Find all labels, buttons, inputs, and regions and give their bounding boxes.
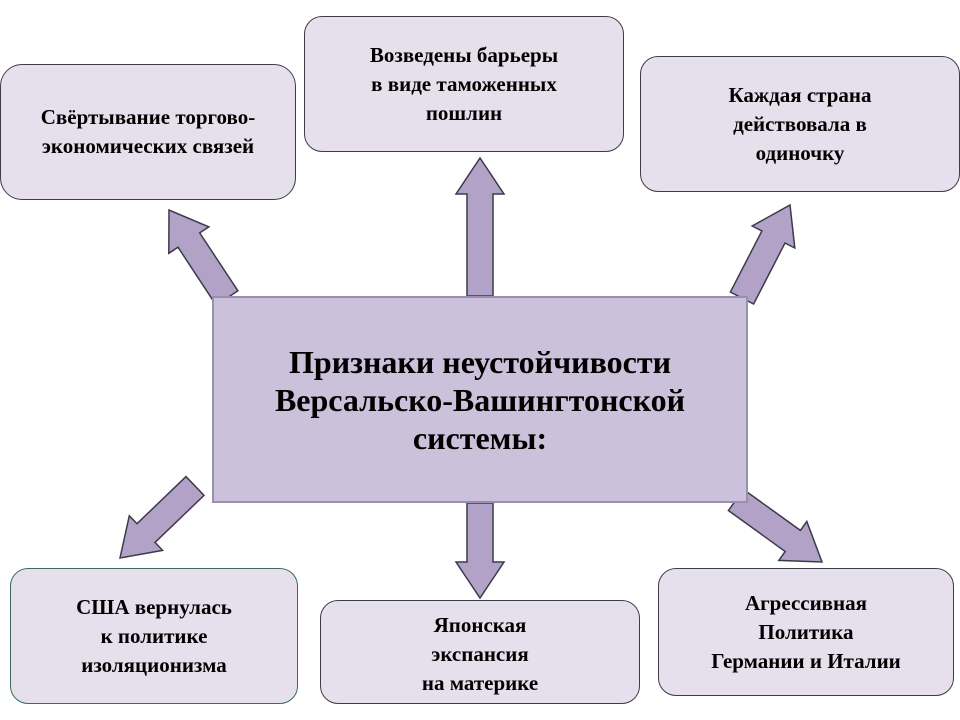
box-top-left-text: Свёртывание торгово- экономических связе… <box>40 105 256 158</box>
arrow-to-top-left <box>168 208 239 307</box>
box-bottom-left-text: США вернулась к политике изоляционизма <box>76 594 232 677</box>
box-top-right-text: Каждая страна действовала в одиночку <box>728 82 872 165</box>
arrow-to-top-center <box>454 156 506 297</box>
arrow-to-bottom-right <box>727 488 824 563</box>
box-bottom-center: Японская экспансия на материке <box>320 600 640 704</box>
center-title-box: Признаки неустойчивости Версальско-Вашин… <box>212 296 748 503</box>
box-bottom-left: США вернулась к политике изоляционизма <box>10 568 298 704</box>
box-top-center-text: Возведены барьеры в виде таможенных пошл… <box>369 42 559 125</box>
box-top-left: Свёртывание торгово- экономических связе… <box>0 64 296 200</box>
center-title-text: Признаки неустойчивости Версальско-Вашин… <box>274 343 686 456</box>
arrow-to-top-right <box>729 203 796 306</box>
box-top-right: Каждая страна действовала в одиночку <box>640 56 960 192</box>
arrow-to-bottom-center <box>454 502 506 600</box>
arrow-to-bottom-left <box>119 475 206 559</box>
box-bottom-right: Агрессивная Политика Германии и Италии <box>658 568 954 696</box>
box-top-center: Возведены барьеры в виде таможенных пошл… <box>304 16 624 152</box>
box-bottom-center-text: Японская экспансия на материке <box>421 613 539 695</box>
box-bottom-right-text: Агрессивная Политика Германии и Италии <box>711 590 901 673</box>
